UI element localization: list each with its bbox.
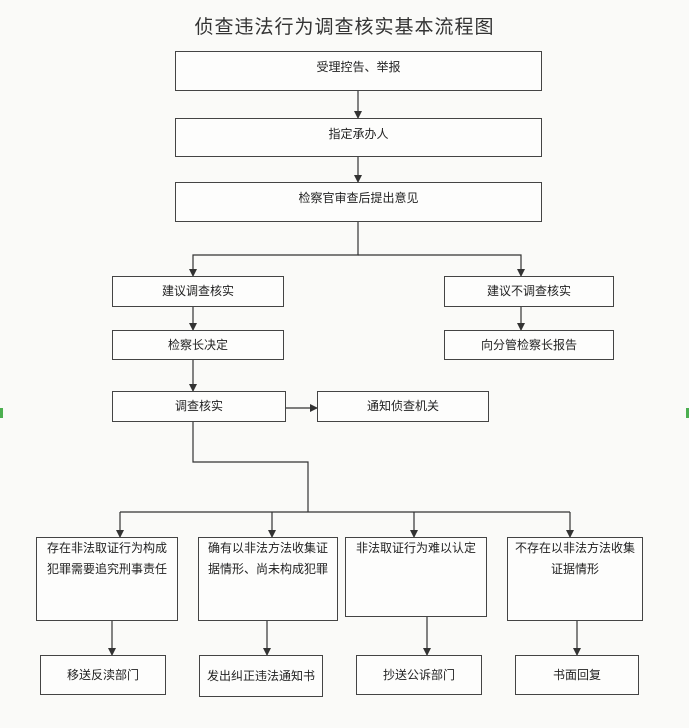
node-assign: 指定承办人	[175, 118, 542, 157]
node-outcome-crime: 存在非法取证行为构成犯罪需要追究刑事责任	[36, 537, 178, 621]
node-investigate: 调查核实	[112, 391, 286, 422]
connector-investigate-down	[192, 422, 309, 512]
node-action-notice: 发出纠正违法通知书	[199, 655, 323, 697]
node-outcome-violation: 确有以非法方法收集证据情形、尚未构成犯罪	[198, 537, 338, 621]
connector-review-split	[189, 222, 359, 277]
node-action-reply: 书面回复	[515, 655, 639, 695]
node-chief-decision: 检察长决定	[112, 330, 284, 360]
node-review: 检察官审查后提出意见	[175, 182, 542, 222]
node-report-chief: 向分管检察长报告	[444, 330, 614, 360]
node-suggest-investigate: 建议调查核实	[112, 276, 284, 307]
node-outcome-unclear: 非法取证行为难以认定	[345, 537, 487, 617]
node-notify-agency: 通知侦查机关	[317, 391, 489, 422]
scan-edge-mark-right	[686, 408, 689, 418]
flowchart-title: 侦查违法行为调查核实基本流程图	[194, 16, 495, 38]
node-action-transfer: 移送反渎部门	[40, 655, 166, 695]
connector-review-split-right	[358, 254, 525, 277]
scan-edge-mark-left	[0, 408, 3, 418]
node-outcome-none: 不存在以非法方法收集证据情形	[507, 537, 643, 621]
node-suggest-not-investigate: 建议不调查核实	[444, 276, 614, 307]
node-action-copy: 抄送公诉部门	[356, 655, 482, 695]
node-accept: 受理控告、举报	[175, 51, 542, 91]
